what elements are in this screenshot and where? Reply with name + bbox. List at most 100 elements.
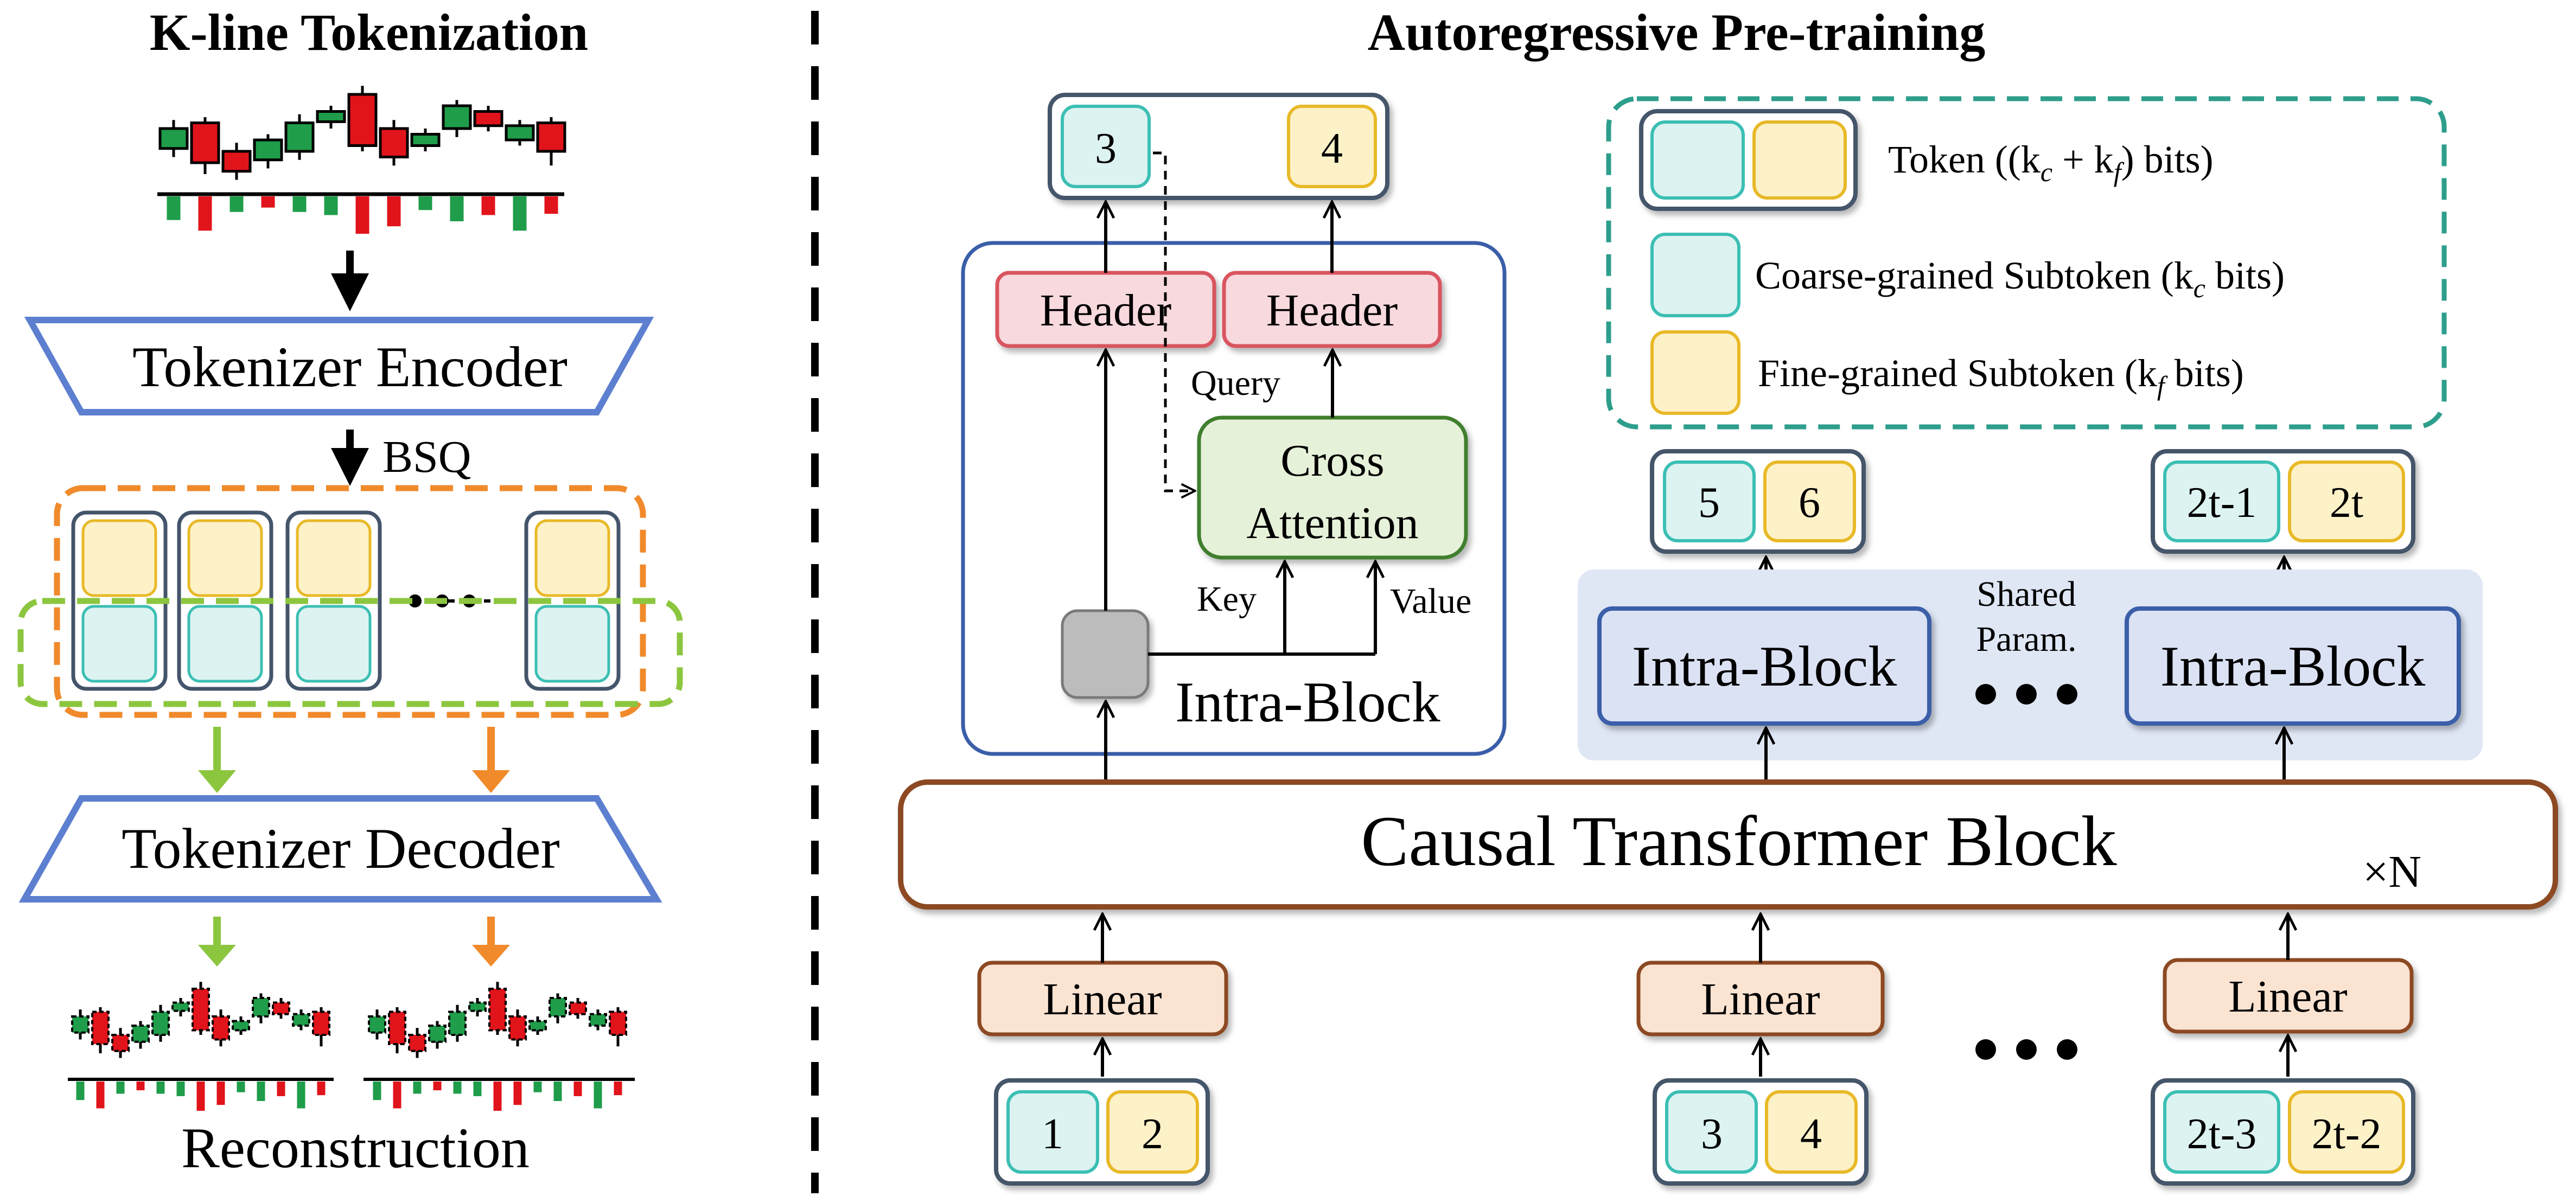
zoom-token-3: 3: [1095, 125, 1117, 172]
legend: Token ((kc + kf) bits) Coarse-grained Su…: [1606, 96, 2447, 430]
candlestick: [408, 1028, 426, 1058]
decoder-label: Tokenizer Decoder: [122, 817, 560, 880]
volume-bar: [156, 1082, 165, 1094]
repeat-label: ×N: [2363, 847, 2421, 897]
candlestick: [91, 1007, 110, 1053]
volume-bar: [317, 1082, 326, 1096]
candlestick: [473, 106, 503, 132]
down-arrow-icon: [472, 727, 510, 793]
legend-fine: Fine-grained Subtoken (kf bits): [1758, 351, 2244, 401]
volume-bar: [373, 1082, 381, 1100]
volume-bar: [594, 1082, 602, 1109]
output-token: 2t-1: [2187, 479, 2257, 527]
linear-block-1: Linear: [977, 961, 1228, 1036]
merge-gate-icon: [1061, 609, 1150, 699]
candlestick: [192, 982, 210, 1035]
candlestick: [536, 117, 566, 166]
coarse-group-green: [17, 598, 683, 707]
fine-subtoken: [1287, 105, 1377, 188]
candlestick: [171, 998, 190, 1016]
legend-coarse-swatch: [1650, 233, 1740, 317]
ellipsis-icon: [1975, 684, 2077, 705]
causal-transformer-block: Causal Transformer Block ×N: [898, 779, 2558, 910]
intra-block-label: Intra-Block: [1632, 635, 1897, 698]
linear-block-2: Linear: [1636, 961, 1885, 1036]
linear-label: Linear: [1701, 974, 1820, 1025]
candlestick: [428, 1021, 447, 1049]
volume-bar: [573, 1082, 582, 1096]
header-label: Header: [1266, 285, 1398, 336]
candlestick: [368, 1009, 386, 1040]
candlestick: [284, 114, 315, 160]
volume-bar: [418, 196, 432, 210]
shared-param-label-line2: Param.: [1976, 619, 2076, 659]
kline-chart-top: [158, 86, 566, 234]
left-panel-title: K-line Tokenization: [150, 3, 588, 61]
down-arrow-icon: [198, 917, 236, 967]
volume-bar: [261, 196, 275, 208]
volume-bar: [355, 196, 369, 234]
legend-coarse: Coarse-grained Subtoken (kc bits): [1755, 254, 2285, 303]
candlestick: [151, 1004, 170, 1042]
reconstruction-label: Reconstruction: [181, 1116, 530, 1180]
volume-bar: [237, 1082, 245, 1092]
intra-block-label: Intra-Block: [2160, 635, 2426, 698]
volume-bar: [544, 196, 558, 214]
candlestick: [232, 1016, 250, 1035]
candlestick: [569, 998, 587, 1019]
down-arrow-icon: [472, 917, 510, 967]
volume-bar: [176, 1082, 185, 1096]
candlestick: [292, 1009, 310, 1031]
candlestick: [312, 1007, 330, 1047]
causal-block-label: Causal Transformer Block: [1361, 801, 2116, 881]
volume-bar: [533, 1082, 542, 1092]
candlestick: [272, 998, 290, 1019]
ellipsis-icon: [1975, 1039, 2077, 1060]
volume-bar: [473, 1082, 482, 1096]
linear-label: Linear: [1043, 974, 1162, 1025]
intra-block-detail: 3 4 Header Header Cross Attention Query …: [961, 93, 1507, 781]
volume-bar: [198, 196, 212, 231]
key-label: Key: [1197, 579, 1257, 619]
legend-frame: [1606, 96, 2447, 430]
legend-token: Token ((kc + kf) bits): [1888, 138, 2214, 187]
output-token: 2t: [2330, 479, 2363, 527]
intra-block-2: [2125, 606, 2461, 726]
volume-bar: [229, 196, 244, 212]
volume-bar: [450, 196, 464, 221]
kline-chart-reconstruction-1: [71, 982, 330, 1111]
volume-bar: [292, 196, 307, 212]
candlestick: [508, 1009, 527, 1047]
candlestick: [609, 1007, 627, 1047]
down-arrow-icon: [198, 727, 236, 793]
encoder-label: Tokenizer Encoder: [132, 335, 568, 399]
header-label: Header: [1040, 285, 1172, 336]
volume-bar: [453, 1082, 462, 1094]
volume-bar: [493, 1082, 502, 1111]
input-token-group-3: 2t-3 2t-2: [2151, 1078, 2415, 1186]
candlestick: [221, 143, 252, 180]
input-token: 1: [1042, 1110, 1063, 1158]
input-token-group-1: 1 2: [994, 1078, 1210, 1186]
candlestick: [442, 100, 472, 137]
candlestick: [316, 106, 346, 129]
output-token-group-1: 5 6: [1650, 449, 1866, 554]
output-token: 5: [1698, 479, 1720, 527]
value-label: Value: [1390, 581, 1471, 621]
volume-bar: [553, 1082, 562, 1101]
candlestick: [488, 982, 507, 1035]
candlestick: [505, 120, 535, 146]
bsq-label: BSQ: [382, 432, 471, 482]
intra-block-detail-label: Intra-Block: [1175, 670, 1440, 734]
input-token: 3: [1701, 1110, 1723, 1158]
bsq-token-grid: [17, 485, 683, 718]
volume-bar: [116, 1082, 125, 1094]
candlestick: [410, 129, 441, 151]
volume-bar: [167, 196, 181, 220]
volume-bar: [393, 1082, 401, 1109]
linear-block-3: Linear: [2163, 958, 2414, 1034]
volume-bar: [513, 196, 527, 231]
candlestick: [111, 1028, 130, 1058]
